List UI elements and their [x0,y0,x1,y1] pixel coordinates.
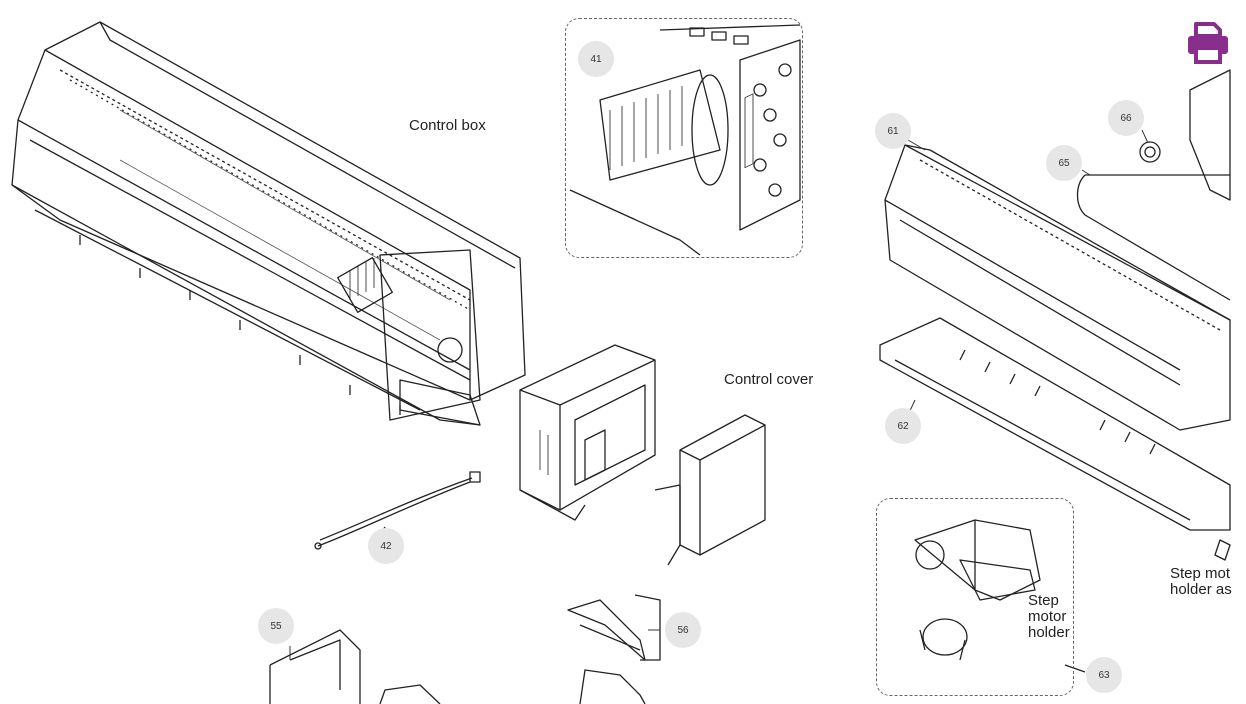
detail-box-63 [876,498,1074,696]
control-box-label: Control box [409,117,486,134]
control-box-drawing [519,344,656,521]
step-motor-holder-assy-line-2: holder as [1170,581,1232,598]
part-55-drawing [269,629,646,704]
callout-55: 55 [258,608,294,644]
callout-66: 66 [1108,100,1144,136]
callout-61: 61 [875,113,911,149]
step-motor-holder-assy-label: Step mot holder as [1170,566,1232,598]
callout-62: 62 [885,408,921,444]
step-motor-holder-label: Step motor holder [1028,593,1070,641]
callout-41: 41 [578,41,614,77]
detail-box-41 [565,18,803,258]
bracket-drawing [567,594,661,661]
callout-63: 63 [1086,657,1122,693]
print-icon[interactable] [1186,20,1230,64]
step-motor-holder-line-1: Step [1028,592,1059,609]
control-cover-drawing [654,93,766,566]
step-motor-holder-line-3: holder [1028,624,1070,641]
step-motor-holder-assy-line-1: Step mot [1170,565,1231,582]
step-motor-holder-drawing [914,519,1086,673]
right-unit-drawing [879,69,1231,561]
callout-42: 42 [368,528,404,564]
callout-56: 56 [665,612,701,648]
detail-41-drawing [569,24,801,256]
control-cover-label: Control cover [724,371,814,388]
step-motor-holder-line-2: motor [1028,608,1067,625]
callout-65: 65 [1046,145,1082,181]
wire-harness-drawing [314,471,481,550]
indoor-unit-drawing [11,21,526,426]
